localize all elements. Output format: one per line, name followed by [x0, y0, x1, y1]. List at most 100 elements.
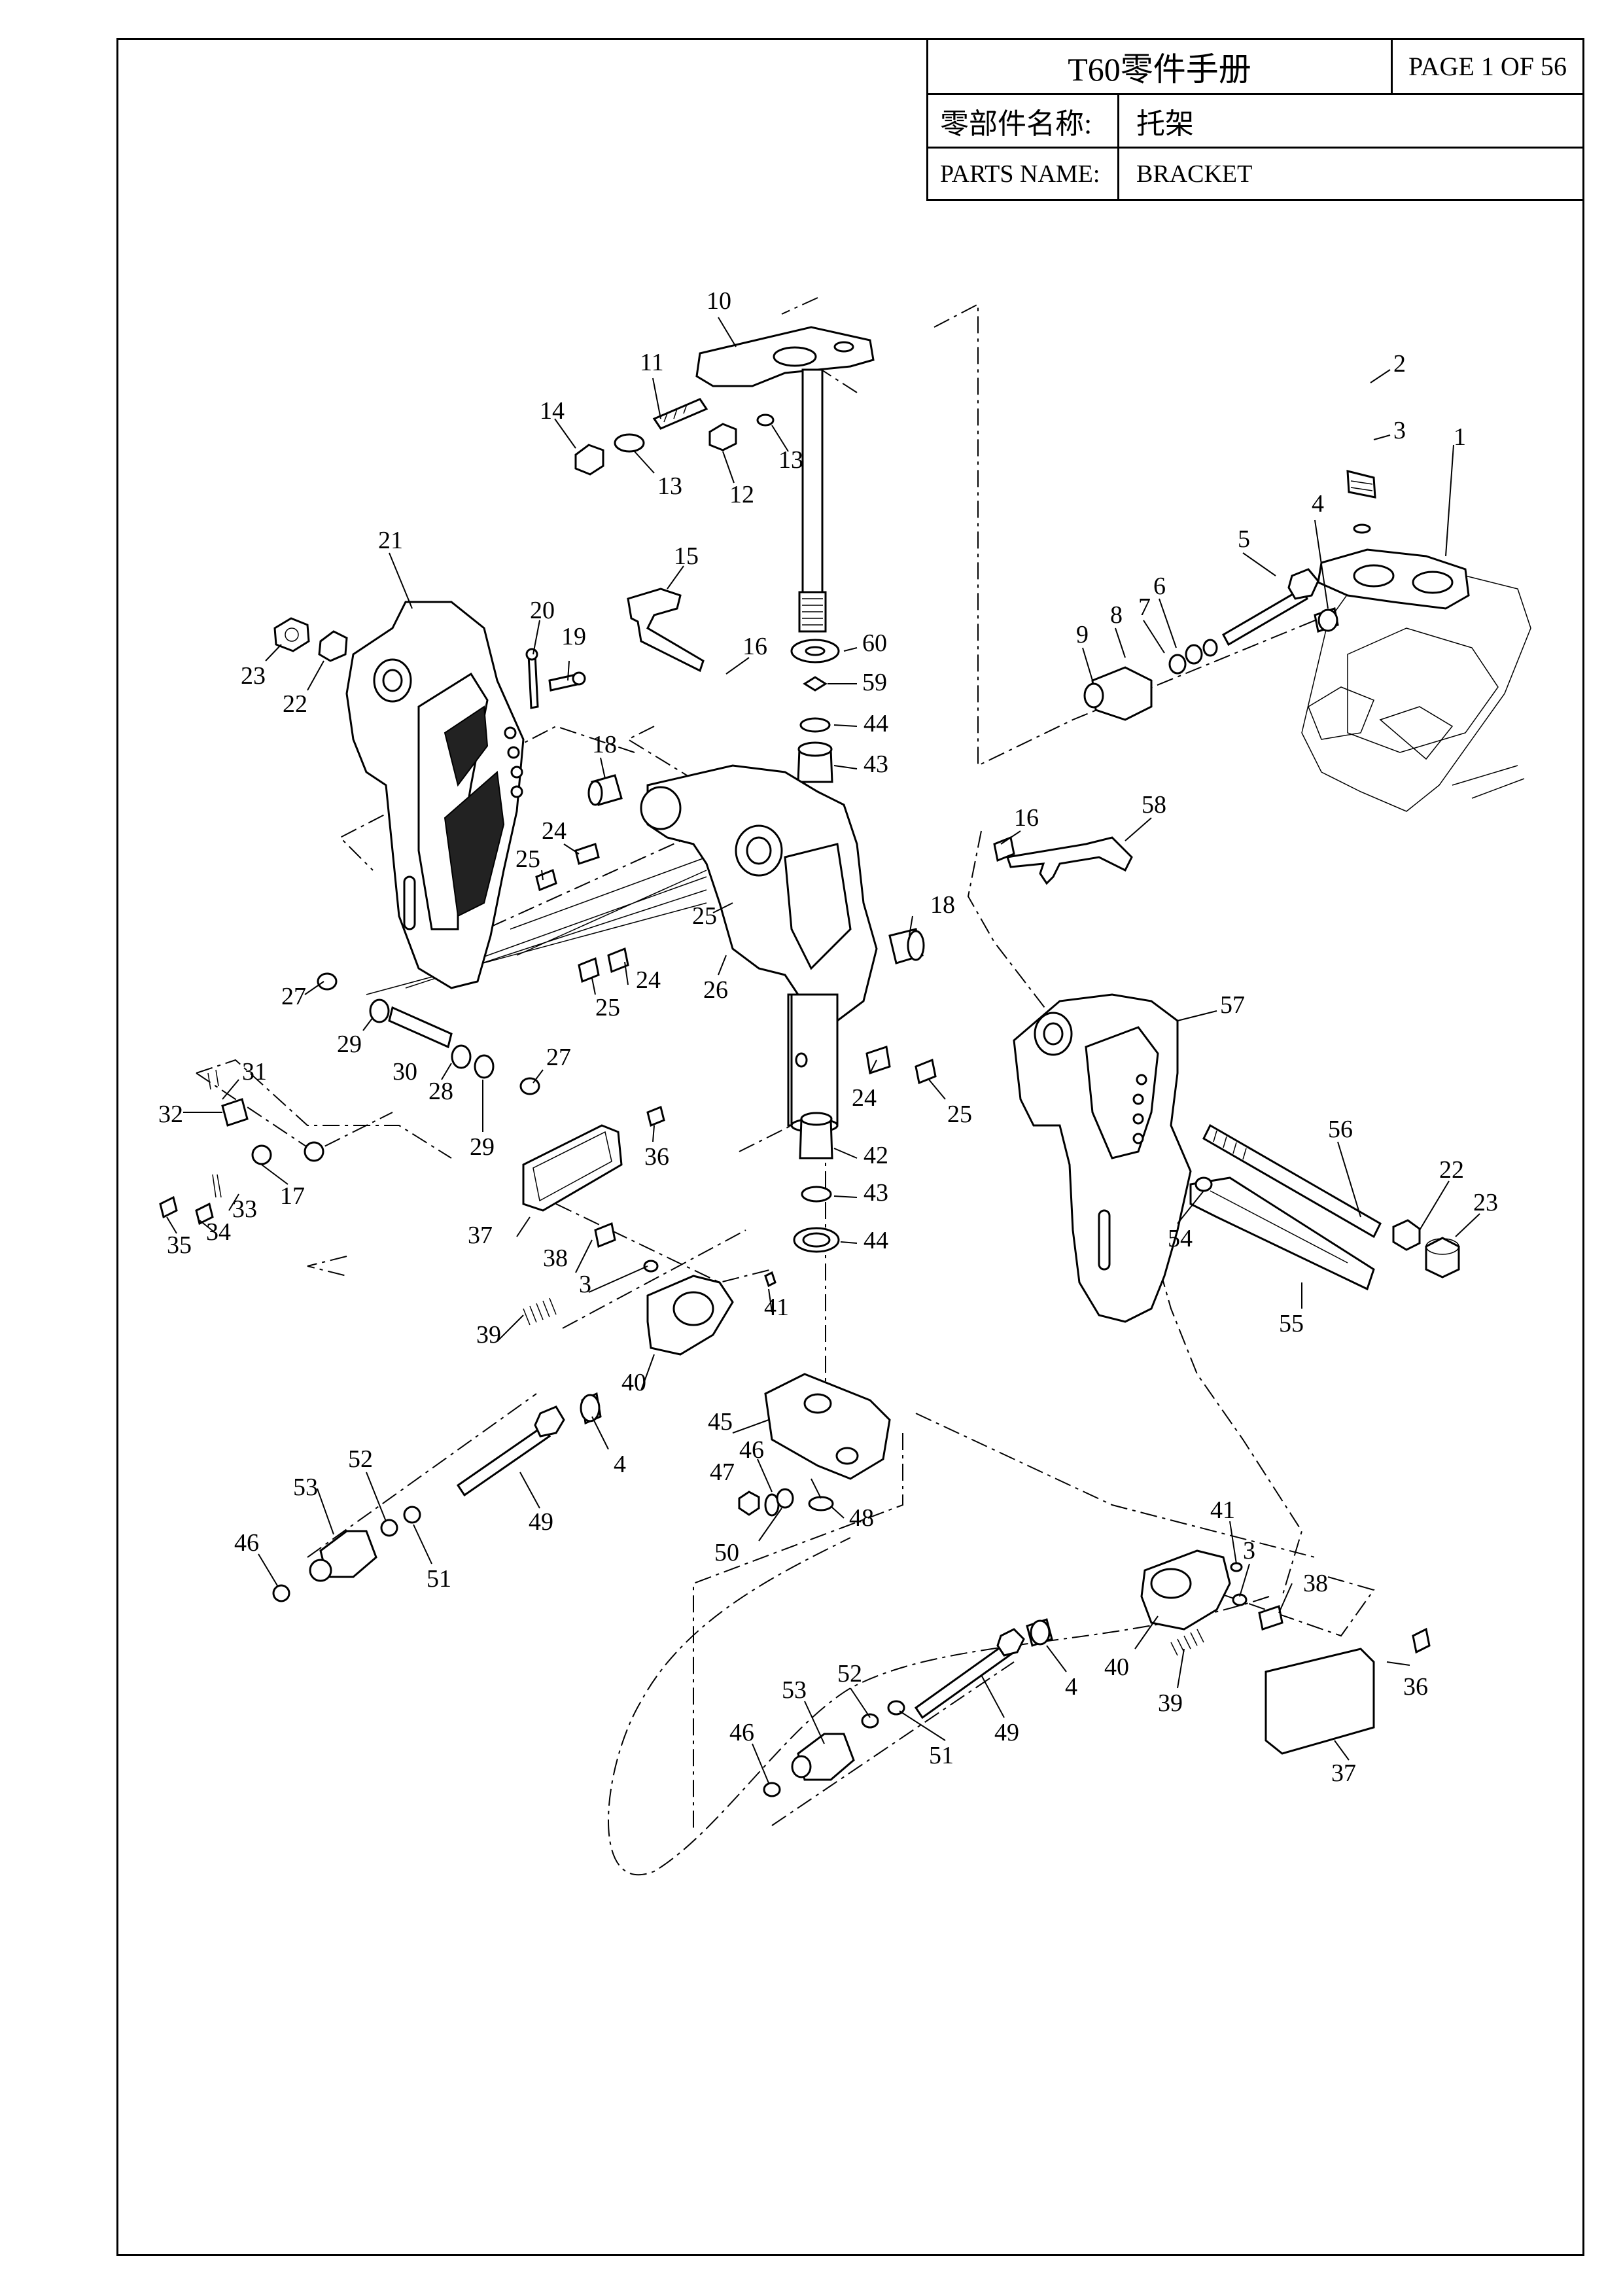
part-45-block: [764, 1373, 891, 1480]
leader-lines: [166, 317, 1480, 1784]
callout-33: 33: [232, 1195, 257, 1223]
callout-46a: 46: [739, 1436, 764, 1464]
callout-3b: 3: [579, 1271, 591, 1298]
pin-assembly-27-35: [159, 972, 540, 1226]
parts-54-56-right: [1189, 1123, 1460, 1291]
callout-3: 3: [1393, 417, 1406, 444]
callout-40a: 40: [621, 1369, 646, 1396]
callout-23a: 23: [241, 662, 266, 690]
callout-39b: 39: [1158, 1689, 1183, 1717]
callout-53a: 53: [293, 1474, 318, 1501]
callout-29a: 29: [337, 1031, 362, 1058]
part-57-stern-bracket-right: [1013, 993, 1192, 1323]
part-15-tilt-lever: [627, 588, 705, 673]
grease-fittings-24-25: [535, 843, 937, 1085]
callout-4: 4: [1312, 490, 1324, 518]
tilt-assembly-right: [1140, 1549, 1431, 1755]
parts-name-en-label: PARTS NAME:: [928, 149, 1119, 199]
callout-44a: 44: [864, 710, 888, 737]
steering-shaft: [798, 368, 827, 633]
callout-53b: 53: [782, 1676, 807, 1704]
callout-4c: 4: [1065, 1673, 1077, 1701]
callout-40b: 40: [1104, 1653, 1129, 1681]
callout-22b: 22: [1439, 1156, 1464, 1184]
callout-4b: 4: [614, 1451, 626, 1478]
callout-49a: 49: [529, 1508, 553, 1536]
callout-55: 55: [1279, 1310, 1304, 1337]
callout-17: 17: [280, 1182, 305, 1210]
parts-22-23-left: [273, 617, 348, 662]
callout-26: 26: [703, 976, 728, 1004]
bolt-assembly-right: [763, 1618, 1053, 1797]
callout-14: 14: [540, 397, 565, 425]
callout-25b: 25: [692, 902, 717, 930]
callout-27b: 27: [546, 1044, 571, 1071]
callout-24a: 24: [542, 817, 567, 845]
callout-39a: 39: [476, 1321, 501, 1349]
hardware-11-14: [574, 398, 775, 476]
callout-42: 42: [864, 1142, 888, 1169]
callout-43b: 43: [864, 1179, 888, 1207]
callout-31: 31: [242, 1058, 267, 1086]
callout-54: 54: [1168, 1225, 1193, 1252]
callout-3c: 3: [1243, 1537, 1255, 1564]
callout-15: 15: [674, 542, 699, 570]
callout-51b: 51: [929, 1742, 954, 1769]
callout-49b: 49: [994, 1719, 1019, 1746]
callout-labels: 1 2 3 4 5 6 7 8 9 10 11 12 13 13 14 15 1…: [158, 287, 1498, 1787]
callout-35: 35: [167, 1231, 192, 1259]
callout-50: 50: [714, 1539, 739, 1566]
manual-title: T60零件手册: [928, 40, 1393, 95]
bolt-assembly-left: [272, 1392, 602, 1602]
callout-60: 60: [862, 629, 887, 657]
callout-13b: 13: [778, 446, 803, 474]
page-number: PAGE 1 OF 56: [1393, 40, 1582, 95]
washer-stack-lower: [793, 1112, 840, 1253]
callout-38a: 38: [543, 1245, 568, 1272]
callout-37a: 37: [468, 1222, 493, 1249]
callout-25c: 25: [595, 994, 620, 1021]
callout-32: 32: [158, 1101, 183, 1128]
title-block: T60零件手册 PAGE 1 OF 56 零部件名称: 托架 PARTS NAM…: [926, 38, 1584, 201]
callout-23b: 23: [1473, 1189, 1498, 1216]
callout-45: 45: [708, 1408, 733, 1436]
parts-name-cn-value: 托架: [1119, 95, 1582, 149]
callout-41b: 41: [1210, 1496, 1235, 1524]
callout-52b: 52: [837, 1660, 862, 1687]
callout-30: 30: [393, 1058, 417, 1086]
callout-34: 34: [206, 1218, 231, 1246]
callout-37b: 37: [1331, 1759, 1356, 1787]
callout-7: 7: [1138, 593, 1151, 621]
parts-1-9: [1083, 470, 1470, 721]
callout-27a: 27: [281, 983, 306, 1010]
callout-2: 2: [1393, 350, 1406, 378]
callout-16a: 16: [742, 633, 767, 660]
callout-18b: 18: [930, 891, 955, 919]
callout-9: 9: [1076, 621, 1089, 648]
callout-20: 20: [530, 597, 555, 624]
callout-56: 56: [1328, 1116, 1353, 1143]
callout-22a: 22: [283, 690, 307, 718]
callout-43a: 43: [864, 751, 888, 778]
callout-41a: 41: [764, 1294, 789, 1321]
parts-name-en-value: BRACKET: [1136, 160, 1253, 188]
part-58-lever-right: [993, 836, 1133, 885]
callout-52a: 52: [348, 1445, 373, 1473]
callout-13a: 13: [657, 472, 682, 500]
callout-25d: 25: [947, 1101, 972, 1128]
callout-59: 59: [862, 669, 887, 696]
callout-36b: 36: [1403, 1673, 1428, 1701]
callout-46b: 46: [234, 1529, 259, 1557]
callout-29b: 29: [470, 1133, 495, 1161]
callout-8: 8: [1110, 601, 1123, 629]
callout-36a: 36: [644, 1143, 669, 1171]
part-21-stern-bracket-left: [345, 601, 525, 989]
callout-1: 1: [1454, 423, 1466, 451]
part-26-swivel-bracket: [640, 764, 878, 1133]
callout-10: 10: [707, 287, 731, 315]
callout-58: 58: [1142, 791, 1166, 819]
washer-stack-upper: [790, 639, 840, 783]
callout-28: 28: [428, 1078, 453, 1105]
callout-25a: 25: [515, 845, 540, 873]
callout-46c: 46: [729, 1719, 754, 1746]
